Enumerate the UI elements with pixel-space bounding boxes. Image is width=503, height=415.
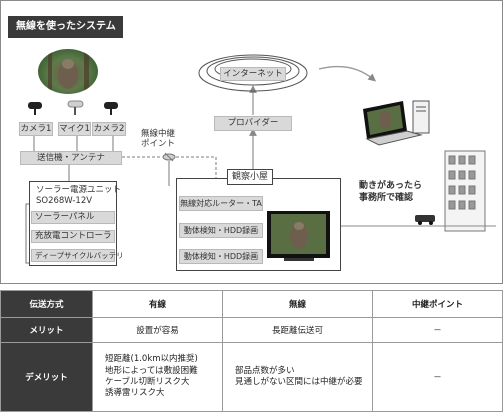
microphone-icon [67, 100, 84, 115]
comparison-table: 伝送方式 有線 無線 中継ポイント メリット 設置が容易 長距離伝送可 － デメ… [0, 290, 503, 412]
router-ta: 無線対応ルーター・TA [179, 196, 263, 211]
table-row: デメリット 短距離(1.0km以内推奨) 地形によっては敷設困難 ケーブル切断リ… [0, 342, 503, 412]
laptop-icon [363, 101, 423, 146]
device-mic-1: マイク1 [58, 122, 91, 136]
animal-photo-icon [48, 49, 89, 94]
car-icon [415, 215, 435, 225]
cell-merit-wired: 設置が容易 [92, 317, 223, 343]
monitor-icon [267, 211, 330, 261]
header-wired: 有線 [92, 290, 223, 318]
internet-label: インターネット [220, 67, 286, 81]
solar-panel: ソーラーパネル [31, 211, 115, 224]
row-label-demerit: デメリット [0, 342, 93, 412]
header-wireless: 無線 [222, 290, 373, 318]
forest-photo [38, 49, 98, 94]
recorder-2: 動体検知・HDD録画 [179, 249, 263, 264]
pc-tower-icon [412, 100, 430, 134]
solar-unit-model: SO268W-12V [36, 196, 93, 206]
provider-box: プロバイダー [214, 116, 292, 131]
table-header-row: 伝送方式 有線 無線 中継ポイント [0, 290, 503, 318]
camera-icon [28, 102, 42, 115]
header-method: 伝送方式 [0, 290, 93, 318]
diagram-title: 無線を使ったシステム例 [8, 16, 123, 54]
device-camera-2: カメラ2 [92, 122, 126, 136]
system-diagram: 無線を使ったシステム例 [0, 0, 503, 284]
recorder-1: 動体検知・HDD録画 [179, 223, 263, 238]
hut-title: 観察小屋 [227, 169, 273, 185]
device-camera-1: カメラ1 [19, 122, 53, 136]
transmitter-antenna: 送信機・アンテナ [20, 151, 122, 165]
building-icon [444, 150, 486, 232]
device-icons [28, 100, 118, 115]
solar-unit-name: ソーラー電源ユニット [36, 185, 122, 195]
cell-merit-wireless: 長距離伝送可 [222, 317, 373, 343]
cell-demerit-wired: 短距離(1.0km以内推奨) 地形によっては敷設困難 ケーブル切断リスク大 誘導… [92, 342, 223, 412]
office-caption: 動きがあったら 事務所で確認 [359, 181, 423, 203]
relay-antenna-icon [162, 152, 176, 162]
camera-icon [104, 102, 118, 115]
office-icons [341, 100, 496, 232]
table-row: メリット 設置が容易 長距離伝送可 － [0, 317, 503, 343]
relay-point-label: 無線中継 ポイント [141, 129, 176, 149]
header-relay: 中継ポイント [372, 290, 503, 318]
cell-demerit-relay: － [372, 342, 503, 412]
cell-demerit-wireless: 部品点数が多い 見通しがない区間には中継が必要 [222, 342, 373, 412]
charge-controller: 充放電コントローラ [31, 230, 115, 243]
deep-cycle-battery: ディープサイクルバッテリ [31, 249, 124, 262]
row-label-merit: メリット [0, 317, 93, 343]
cell-merit-relay: － [372, 317, 503, 343]
